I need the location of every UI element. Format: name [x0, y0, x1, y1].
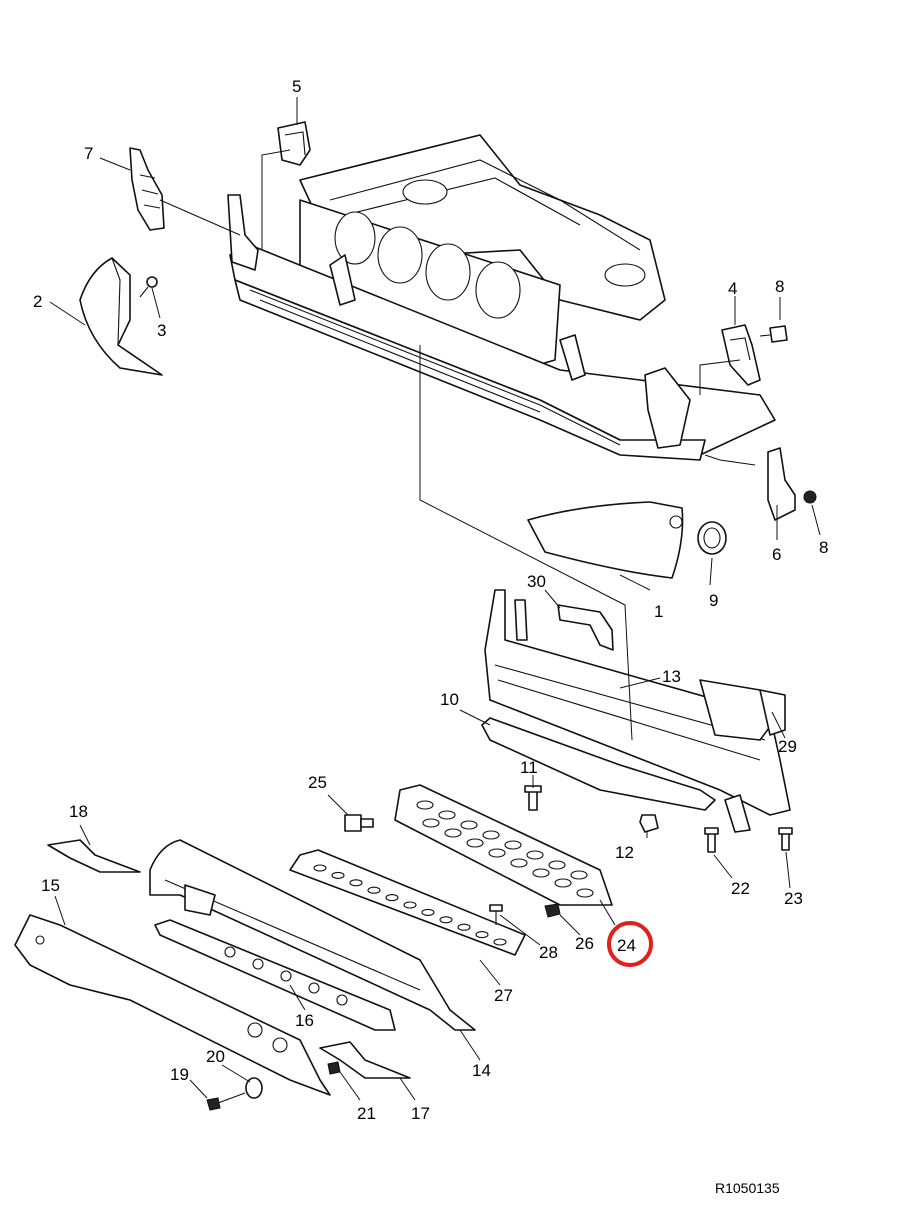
part-6-bracket [767, 447, 796, 521]
callout-9[interactable]: 9 [709, 591, 718, 610]
drawing-reference-code: R1050135 [715, 1180, 780, 1196]
part-28-clip [489, 904, 503, 925]
panel-slot [421, 908, 435, 916]
part-27-panel [289, 849, 526, 956]
part-30-bracket [557, 604, 614, 651]
grille-slot [526, 850, 544, 860]
callout-22[interactable]: 22 [731, 879, 750, 898]
radiator-support-assembly [227, 134, 776, 461]
callout-6[interactable]: 6 [772, 545, 781, 564]
callout-7[interactable]: 7 [84, 144, 93, 163]
part-1-panel [527, 501, 684, 579]
callout-27[interactable]: 27 [494, 986, 513, 1005]
callout-20[interactable]: 20 [206, 1047, 225, 1066]
callout-19[interactable]: 19 [170, 1065, 189, 1084]
callout-21[interactable]: 21 [357, 1104, 376, 1123]
panel-slot [313, 864, 327, 872]
part-19-bolt [206, 1092, 246, 1111]
grille-slot [482, 830, 500, 840]
callout-26[interactable]: 26 [575, 934, 594, 953]
bar-hole [224, 946, 236, 958]
part-10-strip [481, 717, 716, 811]
panel-slot [349, 879, 363, 887]
grille-slot [466, 838, 484, 848]
callout-8-upper[interactable]: 8 [775, 277, 784, 296]
bar-hole [252, 958, 264, 970]
callout-4[interactable]: 4 [728, 279, 737, 298]
grille-slot [548, 860, 566, 870]
grille-slot [444, 828, 462, 838]
callout-1[interactable]: 1 [654, 602, 663, 621]
callout-8-lower[interactable]: 8 [819, 538, 828, 557]
part-18-bracket [47, 839, 141, 873]
grille-slot [504, 840, 522, 850]
callout-11[interactable]: 11 [520, 758, 538, 777]
part-9-grommet [697, 521, 727, 555]
callout-5[interactable]: 5 [292, 77, 301, 96]
panel-slot [475, 931, 489, 939]
grille-slot [576, 888, 594, 898]
callout-30[interactable]: 30 [527, 572, 546, 591]
callout-13[interactable]: 13 [662, 667, 681, 686]
callout-3[interactable]: 3 [157, 321, 166, 340]
grille-slot [460, 820, 478, 830]
grille-slot [510, 858, 528, 868]
bar-hole [280, 970, 292, 982]
part-14-fascia [149, 839, 476, 1031]
part-15-panel [14, 914, 331, 1096]
part-12-nut [639, 814, 659, 833]
grille-slot [570, 870, 588, 880]
part-2-deflector [79, 257, 163, 376]
callout-25[interactable]: 25 [308, 773, 327, 792]
panel-slot [331, 871, 345, 879]
part-20-grommet [245, 1077, 263, 1099]
callout-23[interactable]: 23 [784, 889, 803, 908]
part-17-bracket [319, 1041, 411, 1079]
bar-hole [308, 982, 320, 994]
grille-slot [554, 878, 572, 888]
bar-hole [336, 994, 348, 1006]
callout-labels: 1 2 3 4 5 6 7 8 8 9 10 11 12 13 14 15 16… [33, 77, 828, 1123]
callout-15[interactable]: 15 [41, 876, 60, 895]
grille-slot [416, 800, 434, 810]
panel-slot [403, 901, 417, 909]
part-21-clip [327, 1061, 341, 1075]
callout-14[interactable]: 14 [472, 1061, 491, 1080]
callout-2[interactable]: 2 [33, 292, 42, 311]
callout-10[interactable]: 10 [440, 690, 459, 709]
part-25-fastener [344, 814, 374, 832]
callout-16[interactable]: 16 [295, 1011, 314, 1030]
grille-slot [422, 818, 440, 828]
part-7-bracket [129, 147, 165, 231]
leader-lines [49, 97, 821, 1101]
part-8-fastener-upper [759, 325, 788, 343]
part-4-bracket [721, 324, 761, 386]
part-24-grille [394, 784, 613, 906]
grille-slot [438, 810, 456, 820]
part-11-bolt [524, 785, 542, 811]
callout-24[interactable]: 24 [617, 936, 636, 955]
callout-18[interactable]: 18 [69, 802, 88, 821]
callout-29[interactable]: 29 [778, 737, 797, 756]
grille-slot [532, 868, 550, 878]
part-23-bolt [778, 827, 793, 851]
part-26-nut [544, 903, 561, 918]
panel-slot [367, 886, 381, 894]
part-8-fastener-lower [803, 490, 817, 504]
panel-slot [385, 894, 399, 902]
highlight-ring [607, 921, 653, 967]
part-5-bracket [277, 121, 311, 166]
callout-12[interactable]: 12 [615, 843, 634, 862]
grille-slot [488, 848, 506, 858]
part-16-bar [154, 919, 396, 1031]
panel-slot [493, 938, 507, 946]
part-22-bolt [704, 827, 719, 853]
callout-28[interactable]: 28 [539, 943, 558, 962]
part-3-bolt [139, 276, 158, 298]
panel-slot [457, 923, 471, 931]
callout-17[interactable]: 17 [411, 1104, 430, 1123]
panel-slot [439, 916, 453, 924]
